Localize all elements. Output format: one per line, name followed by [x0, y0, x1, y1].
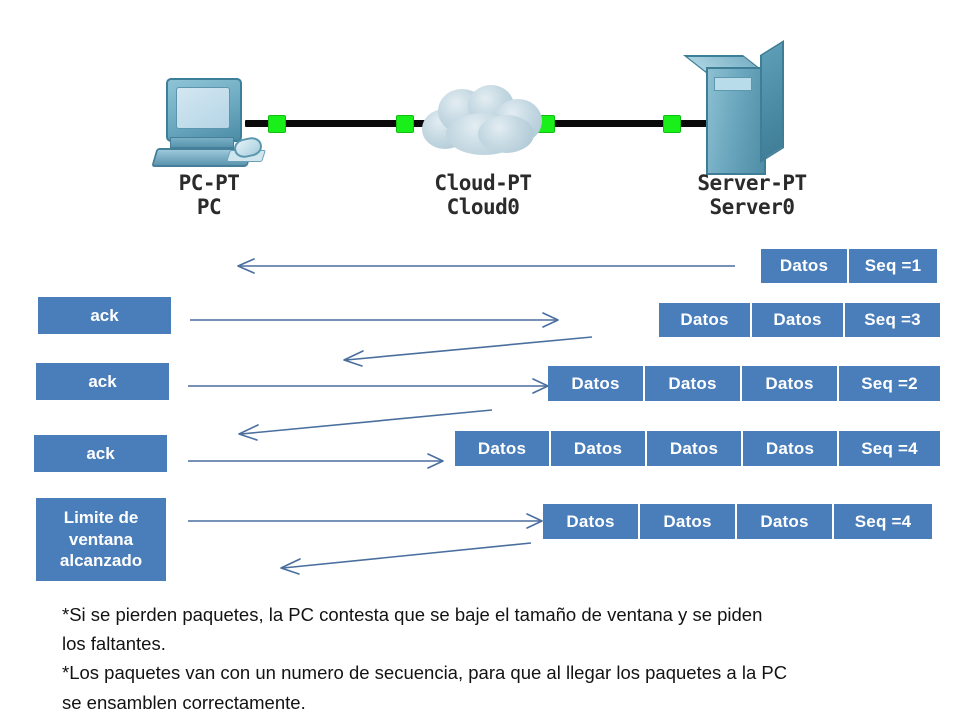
segment-cell: Datos [548, 366, 645, 401]
segment-cell: Datos [659, 303, 752, 337]
link-cloud-server [530, 120, 715, 127]
segment-cell: Datos [647, 431, 743, 466]
window-limit-box-row-5: Limite de ventana alcanzado [36, 498, 166, 581]
pc-icon [151, 78, 266, 170]
segment-cell: Datos [743, 431, 839, 466]
note-line-1: *Si se pierden paquetes, la PC contesta … [62, 604, 763, 625]
note-line-3: *Los paquetes van con un numero de secue… [62, 662, 788, 684]
server-icon [682, 40, 784, 175]
segment-row-1: Datos Seq =1 [761, 249, 937, 283]
arrow-slant-2-head [238, 424, 259, 441]
segment-cell: Datos [455, 431, 551, 466]
pc-screen-shape [176, 87, 230, 129]
pc-type-label: PC-PT [178, 171, 240, 195]
arrow-slant-3-line [282, 542, 532, 569]
link-dot-server [663, 115, 681, 133]
ack-box-row-3: ack [36, 363, 169, 400]
link-dot-cloud-left [396, 115, 414, 133]
segment-cell: Datos [737, 504, 834, 539]
link-dot-pc [268, 115, 286, 133]
server-type-label: Server-PT [697, 171, 807, 195]
arrow-row3-head [532, 378, 549, 394]
arrow-row1-head [237, 258, 255, 274]
ack-box-row-2: ack [38, 297, 171, 334]
segment-cell: Seq =4 [839, 431, 940, 466]
server-side-shape [760, 40, 784, 163]
arrow-row2-head [542, 312, 559, 328]
segment-cell: Datos [645, 366, 742, 401]
link-pc-cloud [245, 120, 435, 127]
segment-cell: Datos [761, 249, 849, 283]
server-vent-shape [714, 77, 752, 91]
segment-cell: Datos [543, 504, 640, 539]
notes-block: *Si se pierden paquetes, la PC contesta … [62, 600, 960, 717]
arrow-slant-1-head [343, 350, 364, 367]
cloud-blob-6 [478, 115, 534, 153]
segment-row-5: Datos Datos Datos Seq =4 [543, 504, 932, 539]
segment-row-3: Datos Datos Datos Seq =2 [548, 366, 940, 401]
segment-cell: Seq =1 [849, 249, 937, 283]
segment-cell: Datos [742, 366, 839, 401]
cloud-type-label: Cloud-PT [434, 171, 532, 195]
pc-neck-shape [170, 137, 234, 148]
arrow-slant-3-head [280, 558, 301, 575]
segment-cell: Seq =4 [834, 504, 932, 539]
segment-row-4: Datos Datos Datos Datos Seq =4 [455, 431, 940, 466]
arrow-row5-head [526, 513, 543, 529]
cloud-icon [420, 85, 546, 157]
server-name-label: Server0 [709, 195, 795, 219]
pc-name-label: PC [196, 195, 222, 219]
segment-cell: Datos [551, 431, 647, 466]
note-line-2: los faltantes. [62, 633, 166, 655]
segment-cell: Seq =2 [839, 366, 940, 401]
segment-cell: Seq =3 [845, 303, 940, 337]
segment-cell: Datos [640, 504, 737, 539]
note-line-4: se ensamblen correctamente. [62, 691, 306, 713]
segment-row-2: Datos Datos Seq =3 [659, 303, 940, 337]
cloud-name-label: Cloud0 [446, 195, 520, 219]
arrow-row4-head [427, 453, 444, 469]
arrow-slant-1-line [345, 336, 593, 361]
ack-box-row-4: ack [34, 435, 167, 472]
segment-cell: Datos [752, 303, 845, 337]
